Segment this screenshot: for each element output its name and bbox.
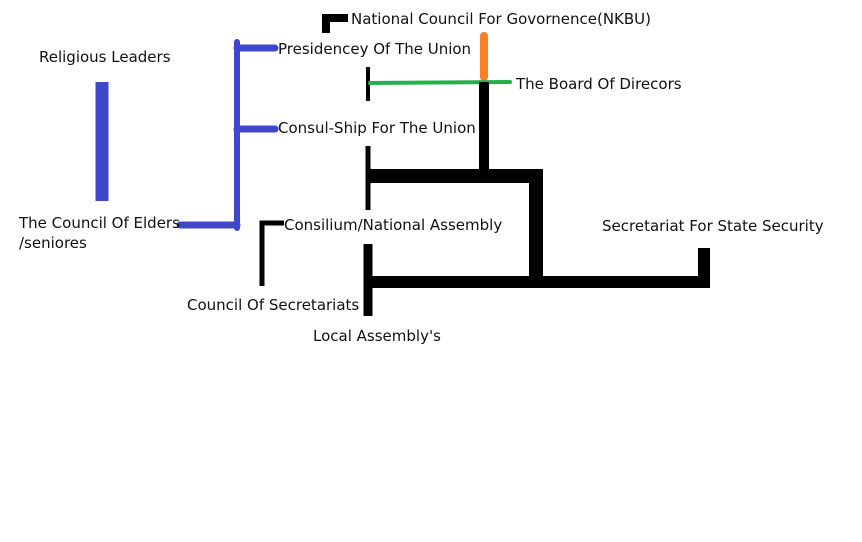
national-council-marker	[322, 14, 348, 33]
local-assemblies-label: Local Assembly's	[313, 327, 441, 345]
national-council-label: National Council For Govornence(NKBU)	[351, 10, 651, 28]
presidency-label: Presidencey Of The Union	[278, 40, 472, 58]
religious-leaders-label: Religious Leaders	[39, 48, 171, 66]
council-of-elders-label: The Council Of Elders /seniores	[19, 214, 180, 252]
board-of-directors-label: The Board Of Direcors	[516, 75, 682, 93]
consul-ship-label: Consul-Ship For The Union	[278, 119, 476, 137]
secretariats-bracket	[259, 220, 284, 286]
council-of-secretariats-label: Council Of Secretariats	[187, 296, 360, 314]
state-security-label: Secretariat For State Security	[602, 217, 824, 235]
consilium-label: Consilium/National Assembly	[284, 216, 503, 234]
